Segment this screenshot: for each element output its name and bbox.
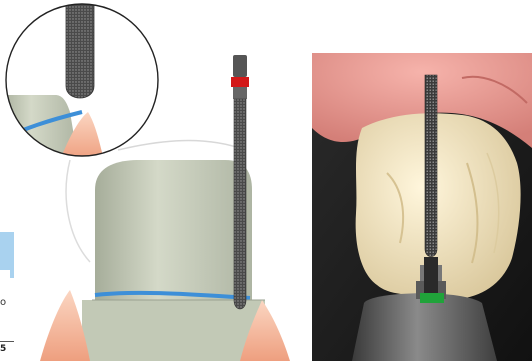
illustration-panel [0, 0, 310, 361]
photo-panel [312, 53, 532, 361]
magnifier-inset-icon [0, 0, 158, 160]
diamond-bur-icon [231, 55, 249, 309]
